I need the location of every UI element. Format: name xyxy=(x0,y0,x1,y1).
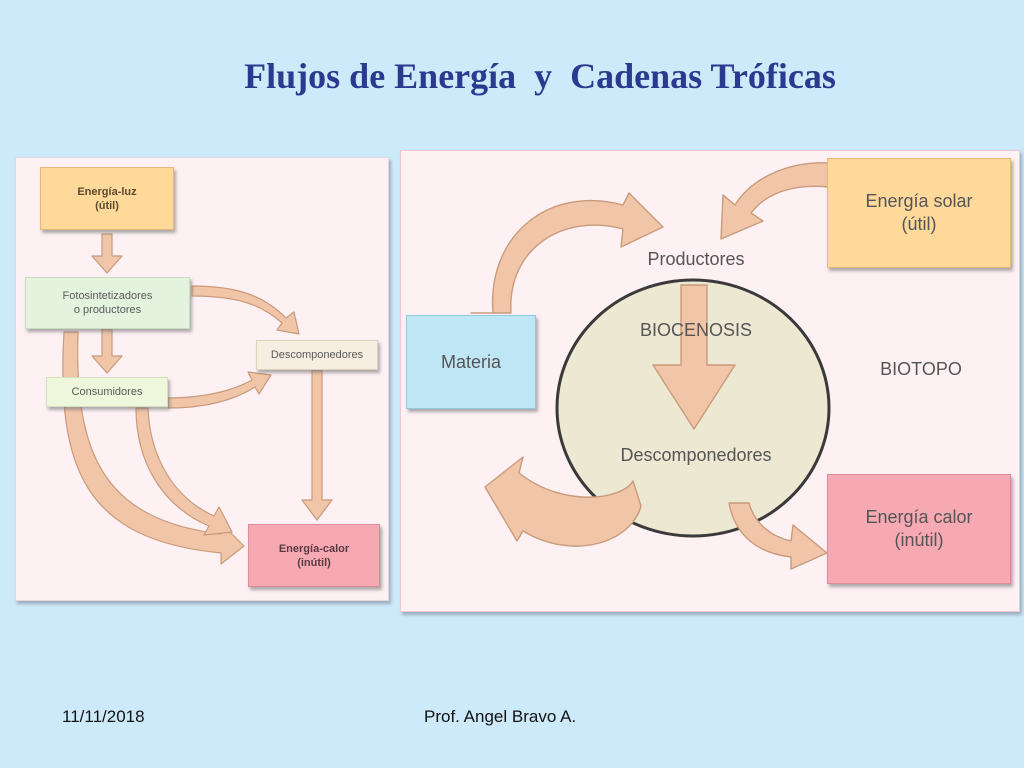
right-diagram-shapes: .arw2{fill:#f1c6a8;stroke:#c99a7c;stroke… xyxy=(470,162,831,570)
box-energia-luz: Energía-luz (útil) xyxy=(40,167,174,230)
box-fotosintetizadores: Fotosintetizadores o productores xyxy=(25,277,190,329)
label-descomponedores: Descomponedores xyxy=(620,445,772,465)
left-arrows: .arw{fill:#f1c6a8;stroke:#c99a7c;stroke-… xyxy=(62,233,333,565)
left-diagram-panel: .arw{fill:#f1c6a8;stroke:#c99a7c;stroke-… xyxy=(15,157,389,601)
box-energia-solar: Energía solar (útil) xyxy=(827,158,1011,268)
label-biotopo: BIOTOPO xyxy=(880,359,962,379)
arrow-fotosintetizadores-to-calor xyxy=(62,331,245,565)
arrow-descomponedores-to-calor xyxy=(301,369,333,521)
arrow-descomponedores-to-materia xyxy=(484,456,642,547)
arrow-consumidores-to-descomponedores xyxy=(167,371,272,409)
footer-date: 11/11/2018 xyxy=(62,707,145,726)
arrow-materia-to-productores xyxy=(470,192,664,314)
arrow-fotosintetizadores-to-descomponedores xyxy=(191,285,300,335)
arrow-solar-to-productores xyxy=(720,162,830,240)
right-diagram-panel: .arw2{fill:#f1c6a8;stroke:#c99a7c;stroke… xyxy=(400,150,1020,612)
slide-title: Flujos de Energía y Cadenas Tróficas xyxy=(244,56,836,96)
box-descomponedores: Descomponedores xyxy=(256,340,378,370)
arrow-productores-to-descomponedores xyxy=(652,284,736,430)
label-biocenosis: BIOCENOSIS xyxy=(639,320,753,340)
footer-author: Prof. Angel Bravo A. xyxy=(424,707,577,726)
box-materia: Materia xyxy=(406,315,536,409)
arrow-consumidores-to-calor xyxy=(135,407,233,536)
arrow-luz-to-fotosintetizadores xyxy=(91,233,123,274)
label-productores: Productores xyxy=(647,249,745,269)
box-energia-calor-right: Energía calor (inútil) xyxy=(827,474,1011,584)
arrow-descomponedores-to-calor xyxy=(728,502,828,570)
arrow-fotosintetizadores-to-consumidores xyxy=(91,328,123,374)
box-consumidores: Consumidores xyxy=(46,377,168,407)
box-energia-calor: Energía-calor (inútil) xyxy=(248,524,380,587)
